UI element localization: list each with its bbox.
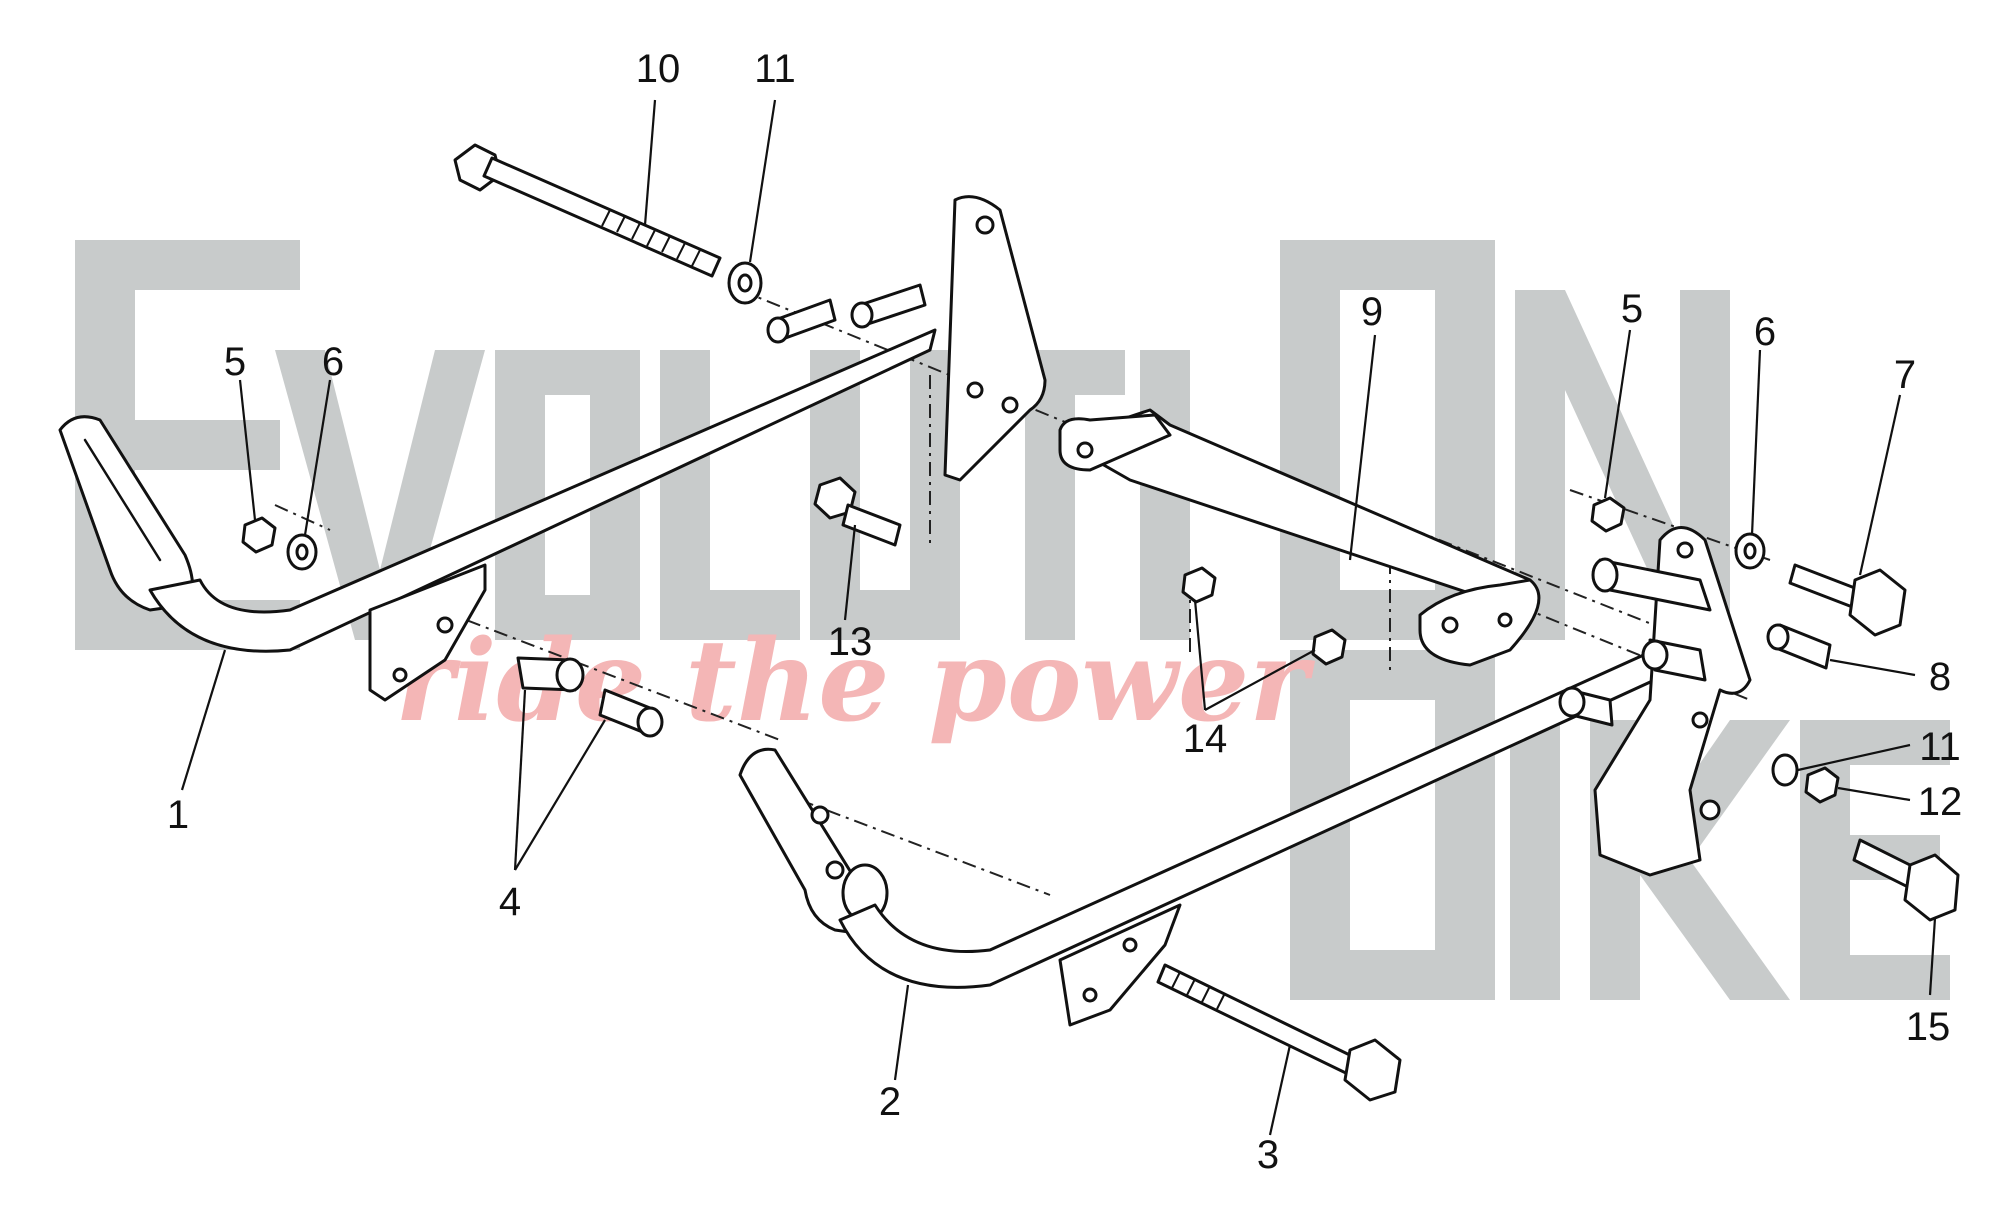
callout-5-left: 5	[224, 340, 246, 384]
callout-8: 8	[1929, 655, 1951, 699]
callout-6-left: 6	[322, 340, 344, 384]
callout-12: 12	[1918, 780, 1963, 824]
callout-labels: 1 2 3 4 5 6 5 6 7 8 9 10 11 11 12 13 14 …	[167, 47, 1962, 1177]
callout-10: 10	[636, 47, 681, 91]
right-mounting-bracket	[1558, 526, 1752, 877]
callout-13: 13	[828, 620, 873, 664]
callout-7: 7	[1894, 353, 1916, 397]
washer-part-11-upper	[727, 261, 763, 305]
callout-9: 9	[1361, 290, 1383, 334]
small-fasteners	[241, 476, 1960, 1102]
crossmember-tube-part-9	[1058, 408, 1541, 667]
callout-leaders	[180, 99, 1937, 1136]
callout-1: 1	[167, 793, 189, 837]
callout-2: 2	[879, 1080, 901, 1124]
callout-6-right: 6	[1754, 310, 1776, 354]
long-bolt-part-10	[453, 143, 722, 278]
callout-3: 3	[1257, 1133, 1279, 1177]
callout-14: 14	[1183, 717, 1228, 761]
callout-5-right: 5	[1621, 287, 1643, 331]
callout-4: 4	[499, 880, 521, 924]
crossbar-part-1	[58, 195, 1047, 702]
callout-11-upper: 11	[754, 47, 796, 91]
callout-15: 15	[1906, 1005, 1951, 1049]
callout-11-right: 11	[1919, 725, 1961, 769]
